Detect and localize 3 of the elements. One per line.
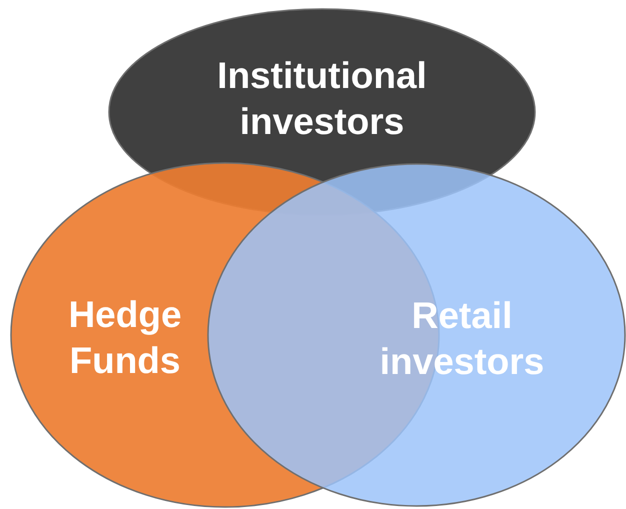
set-label: Institutional investors xyxy=(216,54,428,144)
set-label: Retail investors xyxy=(378,294,546,384)
set-label: Hedge Funds xyxy=(67,293,183,383)
